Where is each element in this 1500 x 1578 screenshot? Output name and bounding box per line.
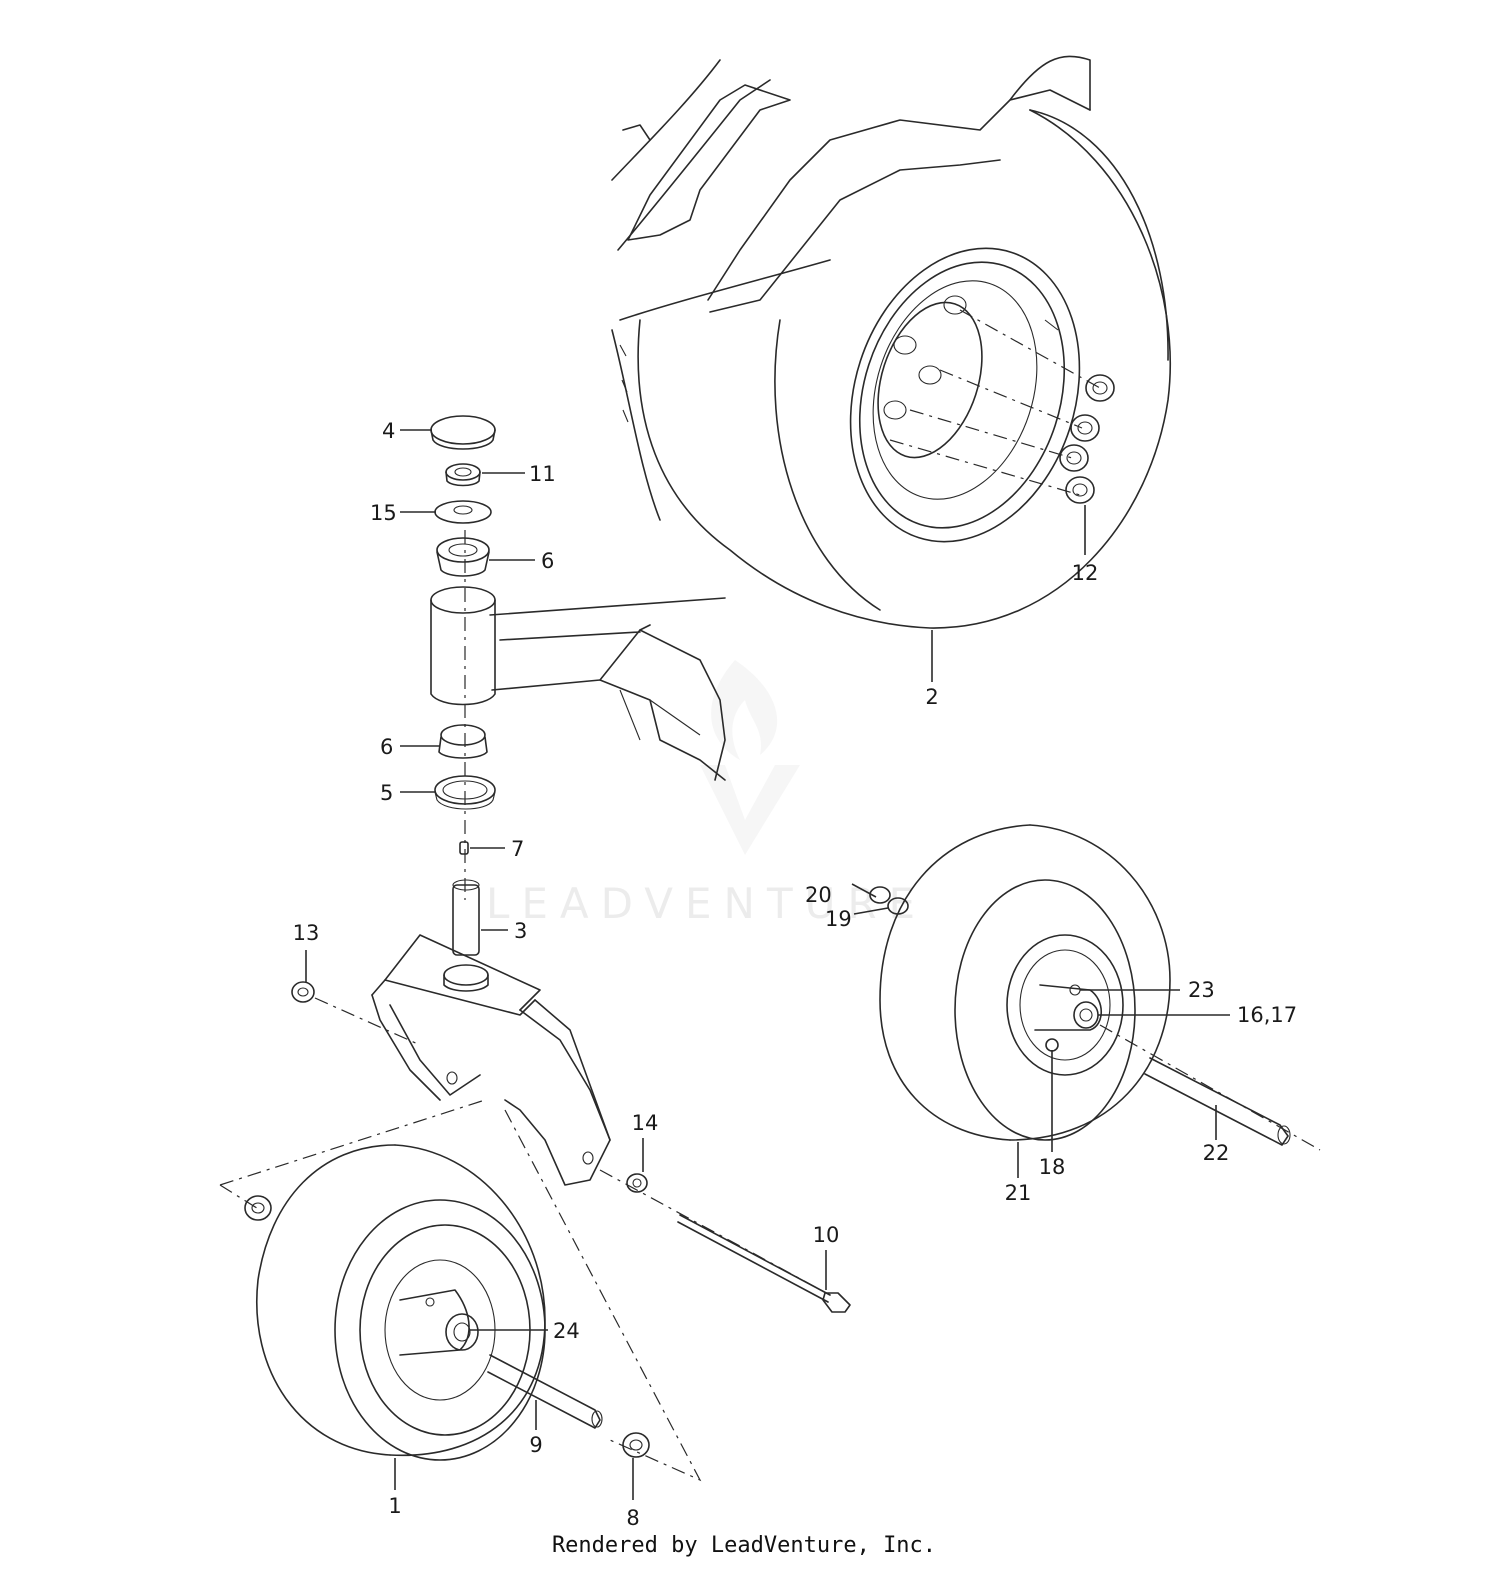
caster-fork	[291, 879, 611, 1186]
lug-nut-set	[889, 309, 1115, 504]
callout-19: 19	[825, 907, 852, 931]
callout-14: 14	[632, 1111, 659, 1135]
watermark-text: LEADVENTURE	[486, 879, 927, 928]
callout-1: 1	[388, 1494, 401, 1518]
rear-wheel	[637, 109, 1172, 629]
callout-2: 2	[925, 685, 938, 709]
callout-21: 21	[1005, 1181, 1032, 1205]
caster-arm-frame	[489, 597, 726, 781]
assembly-guide	[219, 1099, 702, 1482]
callout-16-17: 16,17	[1237, 1003, 1297, 1027]
rendered-by-footer: Rendered by LeadVenture, Inc.	[552, 1533, 936, 1558]
caster-stack	[430, 415, 496, 900]
callout-10: 10	[813, 1223, 840, 1247]
callout-7: 7	[511, 837, 524, 861]
callout-13: 13	[293, 921, 320, 945]
callout-23: 23	[1188, 978, 1215, 1002]
caster-wheel	[244, 1144, 650, 1461]
callout-24: 24	[553, 1319, 580, 1343]
mower-body	[611, 55, 1091, 521]
axle-bolt	[599, 1169, 851, 1313]
callout-11: 11	[529, 462, 556, 486]
leader-lines	[305, 429, 1230, 1500]
callout-9: 9	[529, 1433, 542, 1457]
callout-6-upper: 6	[541, 549, 554, 573]
callout-22: 22	[1203, 1141, 1230, 1165]
callout-15: 15	[370, 501, 397, 525]
callout-18: 18	[1039, 1155, 1066, 1179]
callout-5: 5	[380, 781, 393, 805]
callout-3: 3	[514, 919, 527, 943]
callout-20: 20	[805, 883, 832, 907]
callout-4: 4	[382, 419, 395, 443]
spare-wheel-assembly	[869, 824, 1321, 1151]
callout-6-lower: 6	[380, 735, 393, 759]
callout-12: 12	[1072, 561, 1099, 585]
callout-8: 8	[626, 1506, 639, 1530]
watermark-logo	[700, 660, 800, 855]
